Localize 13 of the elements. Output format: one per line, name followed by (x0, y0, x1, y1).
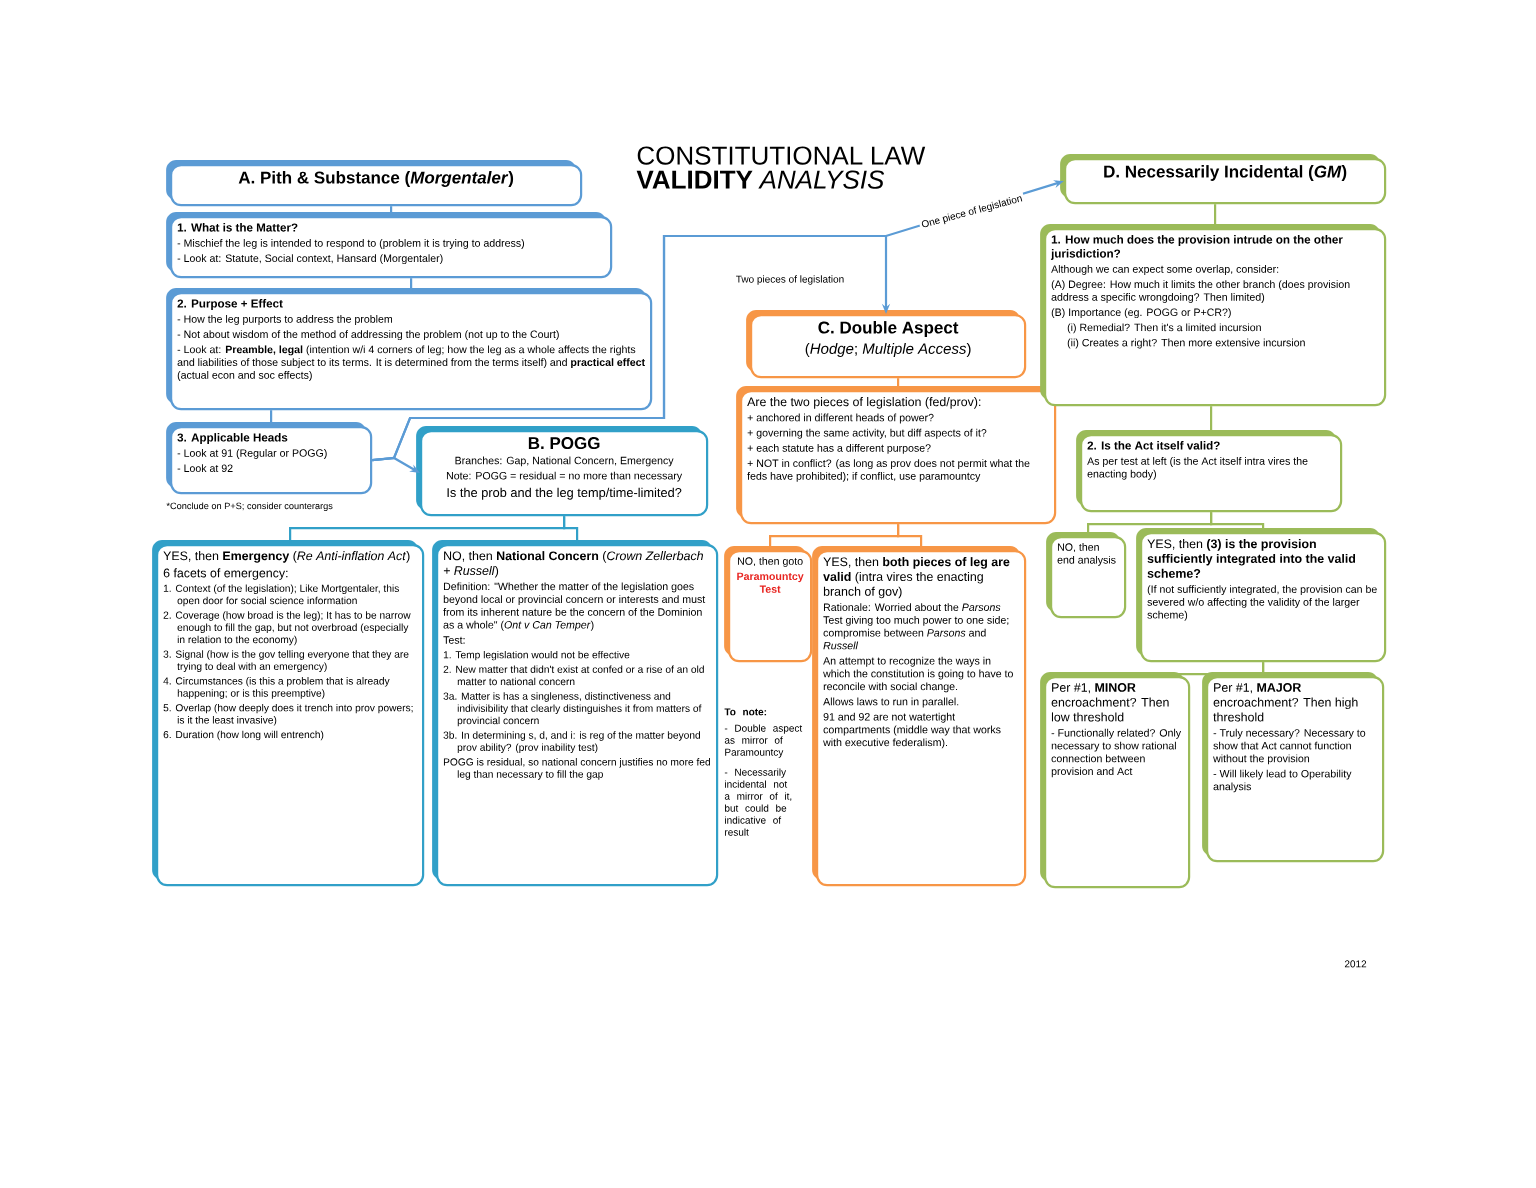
header-box: A. Pith & Substance (Morgentaler) (166, 160, 583, 207)
connector (1262, 662, 1297, 677)
connector (1210, 406, 1213, 434)
connector (563, 516, 579, 544)
header-box: D. Necessarily Incidental (GM) (1060, 154, 1387, 205)
title: CONSTITUTIONAL LAW VALIDITY ANALYSIS (636, 146, 926, 189)
connector (1210, 512, 1265, 532)
connector (1214, 204, 1217, 228)
connector (897, 378, 900, 390)
connector (270, 410, 273, 426)
connector (897, 524, 923, 550)
connector (410, 278, 413, 292)
connector (390, 206, 393, 216)
